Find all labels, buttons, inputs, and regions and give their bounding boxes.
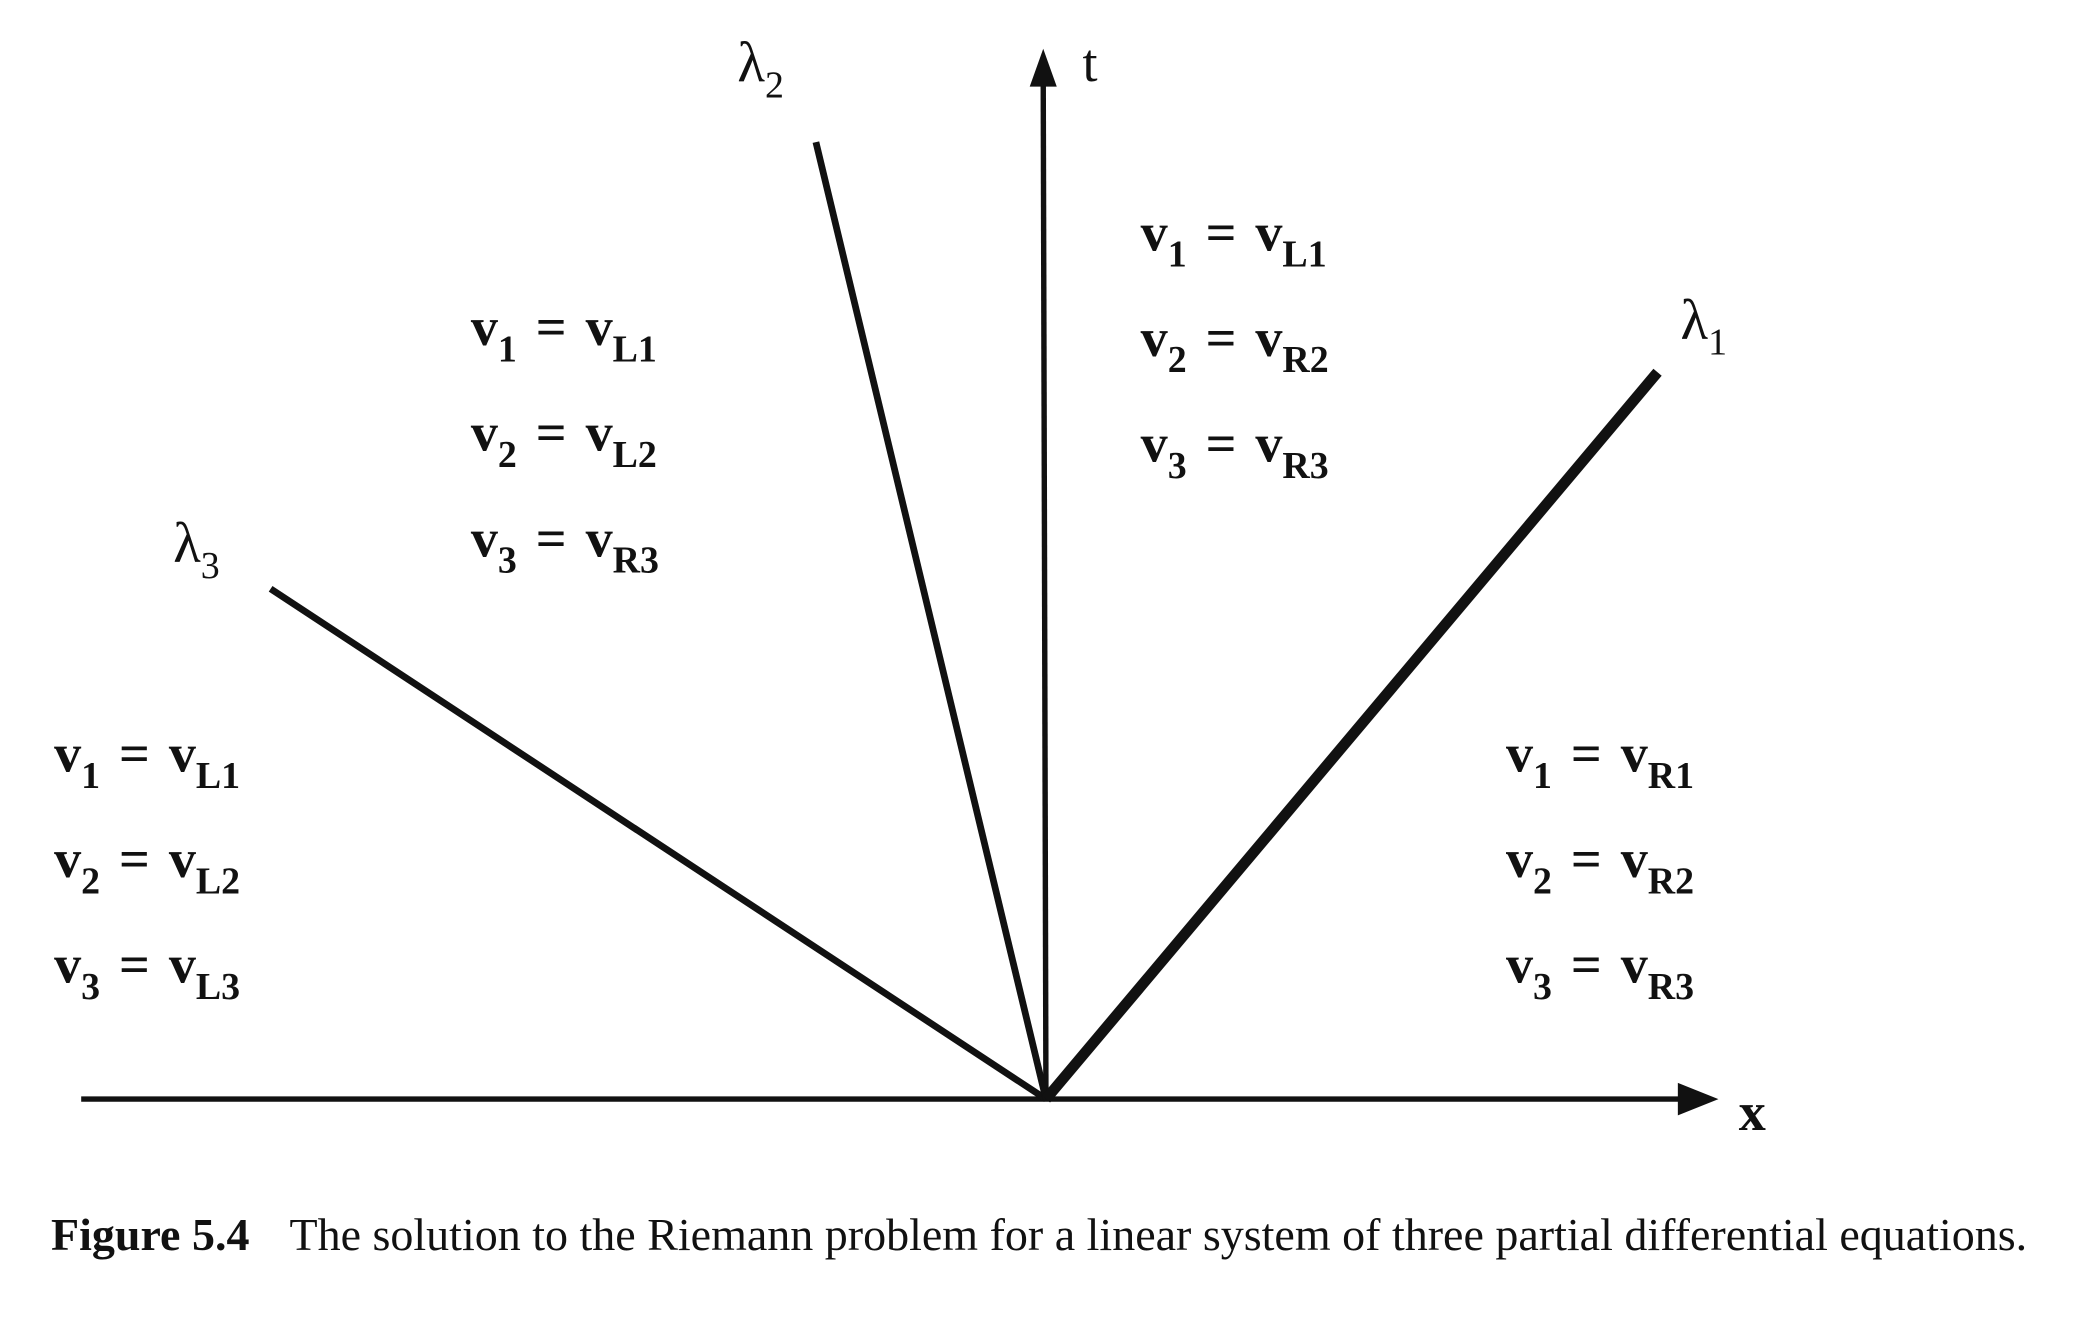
region-right: v1=vR1 v2=vR2 v3=vR3 <box>1506 724 1694 1008</box>
t-axis-label: t <box>1082 33 1097 93</box>
lambda-subscript: 1 <box>1708 322 1727 364</box>
lambda-subscript: 3 <box>201 545 220 587</box>
wave-lambda-3-label: λ3 <box>173 512 219 587</box>
region-left: v1=vL1 v2=vL2 v3=vL3 <box>54 724 240 1008</box>
equation: v2=vR2 <box>1141 308 1329 381</box>
region-between-2-1: v1=vL1 v2=vR2 v3=vR3 <box>1141 202 1329 486</box>
equation: v1=vR1 <box>1506 724 1694 797</box>
wave-lambda-1-line <box>1041 368 1662 1103</box>
lambda-symbol: λ <box>1681 288 1709 351</box>
t-axis <box>1040 81 1049 1100</box>
wave-lambda-3-line <box>268 585 1048 1102</box>
equation: v3=vL3 <box>54 935 240 1008</box>
equation: v1=vL1 <box>1141 202 1327 275</box>
equation: v3=vR3 <box>1506 935 1694 1008</box>
region-between-3-2: v1=vL1 v2=vL2 v3=vR3 <box>471 297 659 581</box>
equation: v1=vL1 <box>471 297 657 370</box>
figure-label: Figure 5.4 <box>51 1209 250 1260</box>
wave-lambda-2-line <box>812 141 1050 1100</box>
caption-text: The solution to the Riemann problem for … <box>289 1209 2028 1260</box>
equation: v3=vR3 <box>471 508 659 581</box>
equation: v2=vL2 <box>54 829 240 902</box>
t-axis-arrowhead <box>1029 48 1057 87</box>
x-axis-label: x <box>1739 1082 1766 1142</box>
lambda-symbol: λ <box>173 512 201 575</box>
x-axis-arrowhead <box>1677 1082 1719 1116</box>
equation: v1=vL1 <box>54 724 240 797</box>
equation: v2=vL2 <box>471 403 657 476</box>
lambda-symbol: λ <box>737 31 765 94</box>
equation: v2=vR2 <box>1506 829 1694 902</box>
lambda-subscript: 2 <box>765 64 784 106</box>
wave-lambda-1-label: λ1 <box>1681 288 1727 363</box>
equation: v3=vR3 <box>1141 414 1329 487</box>
figure-caption: Figure 5.4 The solution to the Riemann pr… <box>51 1200 2091 1270</box>
wave-lambda-2-label: λ2 <box>737 31 783 106</box>
